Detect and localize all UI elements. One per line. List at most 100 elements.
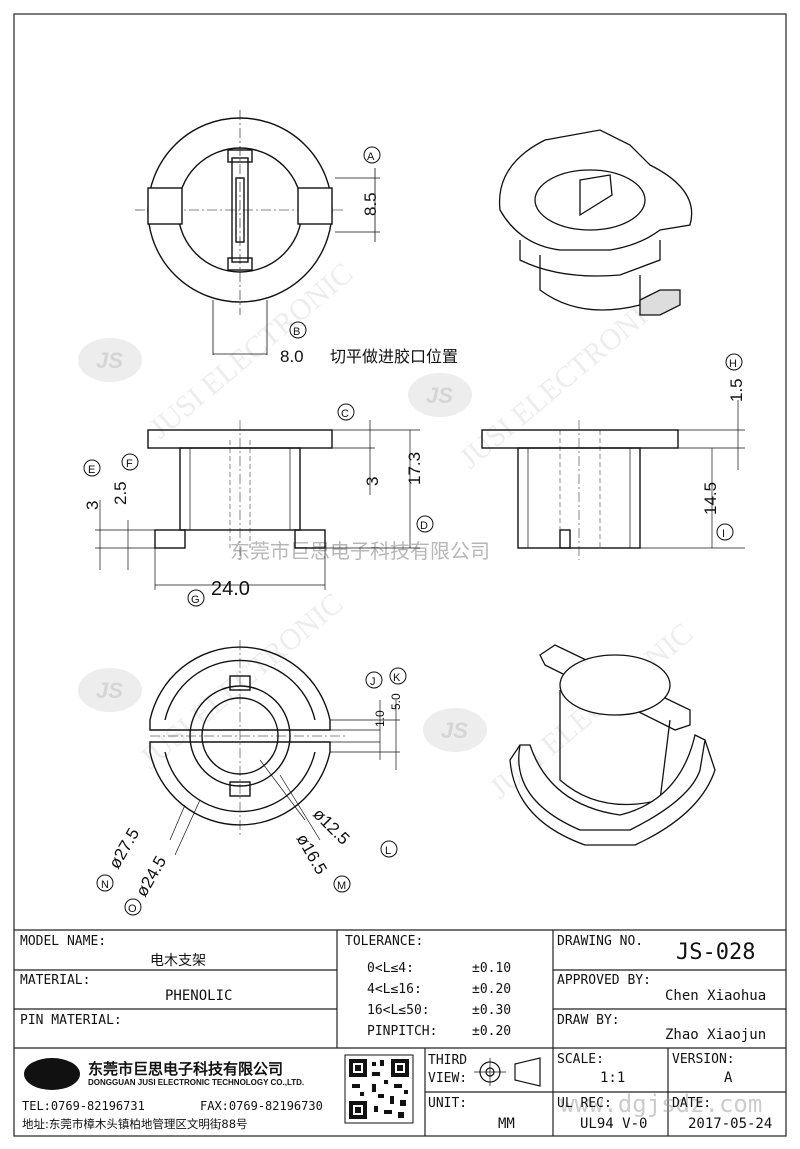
- callout-A-label: A: [367, 151, 375, 163]
- watermark-brand-3: JUSI ELECTRONIC: [133, 587, 349, 776]
- dim-K-value: 5.0: [389, 693, 403, 710]
- draw-by-label: DRAW BY:: [557, 1013, 620, 1028]
- scale-label: SCALE:: [557, 1052, 604, 1067]
- drawing-no-value: JS-028: [676, 940, 756, 965]
- sheet-border: [13, 13, 787, 1137]
- third-view-label: THIRD VIEW:: [428, 1053, 468, 1086]
- svg-text:JS: JS: [441, 718, 468, 743]
- callout-J-label: J: [370, 676, 376, 688]
- callout-L-label: L: [385, 845, 391, 857]
- front-view: [95, 420, 420, 590]
- logo-text: JS: [38, 1066, 60, 1086]
- tolerance-label: TOLERANCE:: [345, 934, 424, 949]
- callout-A: [363, 146, 381, 164]
- website-watermark: www.dgjsdz.com: [560, 1090, 762, 1118]
- title-block-lines: [14, 929, 786, 1136]
- callout-N-label: N: [101, 879, 109, 891]
- dim-D-value: 17.3: [405, 452, 424, 485]
- company-name-en: DONGGUAN JUSI ELECTRONIC TECHNOLOGY CO.,…: [88, 1078, 305, 1087]
- tolerance-value-2: ±0.20: [472, 982, 512, 997]
- callout-B: [289, 321, 307, 339]
- date-label: DATE:: [672, 1096, 712, 1111]
- tolerance-range-3: 16<L≤50:: [367, 1003, 430, 1018]
- dim-I-value: 14.5: [701, 482, 720, 515]
- dim-M-value: ø16.5: [293, 831, 331, 878]
- isometric-view-top: [498, 129, 693, 316]
- version-label: VERSION:: [672, 1052, 735, 1067]
- company-tel: TEL:0769-82196731: [22, 1099, 145, 1113]
- dim-O-value: ø24.5: [132, 853, 170, 900]
- dim-F-value: 2.5: [111, 481, 130, 505]
- callout-B-label: B: [293, 326, 300, 338]
- dim-G-value: 24.0: [211, 578, 250, 600]
- model-name-value: 电木支架: [150, 953, 206, 969]
- scale-value: 1:1: [600, 1070, 626, 1086]
- company-fax: FAX:0769-82196730: [200, 1099, 323, 1113]
- callout-G: [187, 589, 205, 607]
- tolerance-value-3: ±0.30: [472, 1003, 512, 1018]
- ul-rec-value: UL94 V-0: [580, 1116, 648, 1132]
- top-view: [135, 110, 380, 355]
- version-value: A: [724, 1070, 733, 1086]
- watermark: JS JS JS JS JUSI ELECTRONIC JUSI ELECTRO…: [78, 257, 699, 805]
- callout-M-label: M: [337, 880, 346, 892]
- side-view: [481, 400, 745, 560]
- watermark-brand-2: JUSI ELECTRONIC: [453, 287, 669, 476]
- callout-E: [83, 459, 101, 477]
- dim-B-value: 8.0: [280, 347, 304, 366]
- svg-text:JS: JS: [96, 678, 123, 703]
- isometric-view-bottom: [509, 644, 716, 846]
- pin-material-label: PIN MATERIAL:: [20, 1013, 122, 1028]
- dim-B-note: 切平做进胶口位置: [330, 347, 458, 366]
- svg-text:JS: JS: [96, 348, 123, 373]
- draw-by-value: Zhao Xiaojun: [665, 1027, 767, 1043]
- callout-C: [337, 403, 355, 421]
- watermark-brand-1: JUSI ELECTRONIC: [143, 257, 359, 446]
- callout-G-label: G: [191, 594, 200, 606]
- company-name-cn: 东莞市巨思电子科技有限公司: [88, 1060, 284, 1078]
- company-address: 地址:东莞市樟木头镇柏地管理区文明街88号: [22, 1117, 248, 1131]
- tolerance-range-4: PINPITCH:: [367, 1024, 438, 1039]
- callout-F-label: F: [126, 458, 133, 470]
- third-angle-projection-icon: [474, 1057, 541, 1087]
- drawing-no-label: DRAWING NO.: [557, 934, 644, 949]
- unit-value: MM: [498, 1116, 515, 1132]
- bottom-view: [149, 640, 400, 856]
- dim-J-value: 1.0: [373, 710, 387, 727]
- model-name-label: MODEL NAME:: [20, 934, 107, 949]
- callout-M: [333, 875, 351, 893]
- approved-by-value: Chen Xiaohua: [665, 988, 767, 1004]
- dim-E-value: 3: [83, 501, 102, 510]
- callout-J: [365, 671, 383, 689]
- approved-by-label: APPROVED BY:: [557, 973, 651, 988]
- callout-H-label: H: [729, 358, 737, 370]
- qr-code: [344, 1054, 414, 1124]
- dim-H-value: 1.5: [727, 378, 746, 402]
- callout-L: [380, 840, 398, 858]
- callout-I-label: I: [722, 528, 725, 540]
- company-logo: JS: [24, 1058, 80, 1090]
- dim-N-value: ø27.5: [105, 825, 143, 872]
- callout-K-label: K: [393, 672, 401, 684]
- date-value: 2017-05-24: [688, 1116, 773, 1132]
- callout-O: [124, 898, 142, 916]
- callout-O-label: O: [128, 903, 137, 915]
- callout-E-label: E: [88, 464, 95, 476]
- dim-A-value: 8.5: [361, 192, 380, 216]
- tolerance-range-2: 4<L≤16:: [367, 982, 422, 997]
- callout-I: [716, 523, 734, 541]
- ul-rec-label: UL REC:: [557, 1096, 612, 1111]
- unit-label: UNIT:: [428, 1096, 468, 1111]
- dim-C-value: 3: [363, 477, 382, 486]
- tolerance-range-1: 0<L≤4:: [367, 961, 414, 976]
- material-value: PHENOLIC: [165, 988, 233, 1004]
- tolerance-value-4: ±0.20: [472, 1024, 512, 1039]
- tolerance-value-1: ±0.10: [472, 961, 512, 976]
- callout-K: [389, 667, 407, 685]
- callout-C-label: C: [341, 408, 349, 420]
- callout-F: [121, 453, 139, 471]
- svg-text:JS: JS: [426, 383, 453, 408]
- callout-N: [96, 874, 114, 892]
- material-label: MATERIAL:: [20, 973, 91, 988]
